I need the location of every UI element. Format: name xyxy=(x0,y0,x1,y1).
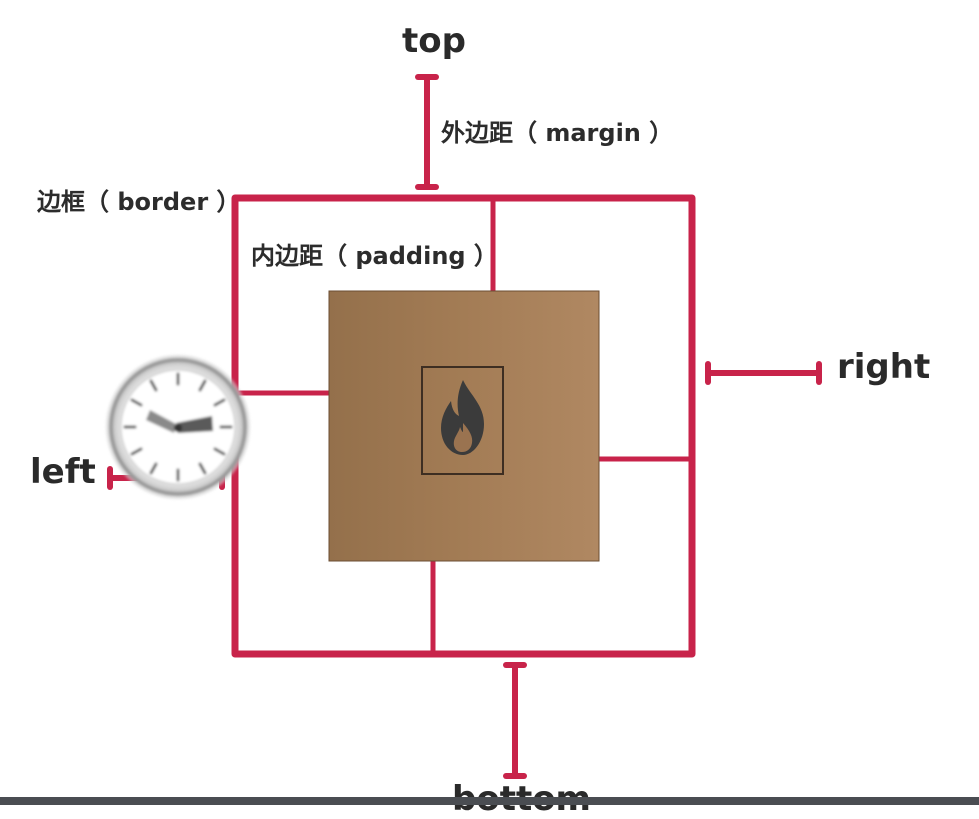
margin-right-marker xyxy=(705,361,822,385)
content-icon-frame xyxy=(421,366,504,475)
label-top: top xyxy=(402,21,466,61)
flame-icon xyxy=(441,380,484,455)
clock-icon xyxy=(106,355,250,499)
video-control-bar xyxy=(0,797,979,805)
label-border: 边框（ border ） xyxy=(37,188,241,216)
margin-top-marker xyxy=(415,74,439,190)
margin-bottom-marker xyxy=(503,662,527,779)
label-margin: 外边距（ margin ） xyxy=(441,119,674,147)
label-right: right xyxy=(837,347,931,387)
label-left: left xyxy=(30,452,96,492)
label-padding: 内边距（ padding ） xyxy=(251,242,498,270)
